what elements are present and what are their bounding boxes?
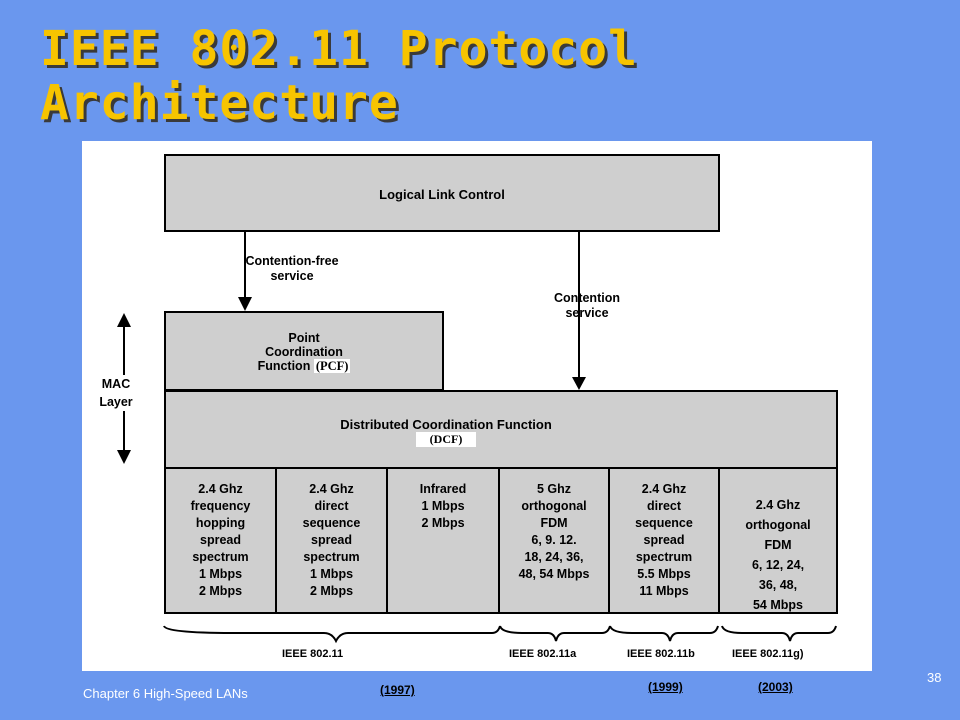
dcf-abbr: (DCF) <box>416 432 476 447</box>
phy-80211g-box: 2.4 Ghz orthogonal FDM 6, 12, 24, 36, 48… <box>718 467 838 614</box>
phy-80211a-box: 5 Ghz orthogonal FDM 6, 9. 12. 18, 24, 3… <box>498 467 610 614</box>
brace-80211g <box>721 625 837 642</box>
contention-free-label: Contention-free service <box>245 254 339 283</box>
phy-dsss-box: 2.4 Ghz direct sequence spread spectrum … <box>275 467 388 614</box>
mac-arrow-down <box>117 450 131 464</box>
page-number: 38 <box>927 670 942 685</box>
year-1999: (1999) <box>648 680 683 694</box>
phy-infrared-box: Infrared 1 Mbps 2 Mbps <box>386 467 500 614</box>
chapter-footer: Chapter 6 High-Speed LANs <box>83 686 248 701</box>
dcf-label: Distributed Coordination Function <box>340 417 552 432</box>
contention-arrowhead <box>572 377 586 390</box>
std-80211-label: IEEE 802.11 <box>282 648 344 660</box>
phy-infrared-label: Infrared 1 Mbps 2 Mbps <box>419 482 467 530</box>
phy-80211g-label: 2.4 Ghz orthogonal FDM 6, 12, 24, 36, 48… <box>745 498 811 612</box>
protocol-architecture-diagram: Logical Link Control Contention-free ser… <box>82 141 872 671</box>
llc-label: Logical Link Control <box>379 187 505 202</box>
std-80211b-label: IEEE 802.11b <box>627 648 695 660</box>
phy-80211b-label: 2.4 Ghz direct sequence spread spectrum … <box>635 482 693 598</box>
phy-80211a-label: 5 Ghz orthogonal FDM 6, 9. 12. 18, 24, 3… <box>518 482 590 581</box>
pcf-abbr: (PCF) <box>313 359 351 373</box>
phy-dsss-label: 2.4 Ghz direct sequence spread spectrum … <box>302 482 361 598</box>
phy-80211b-box: 2.4 Ghz direct sequence spread spectrum … <box>608 467 720 614</box>
title-line-1: IEEE 802.11 Protocol <box>40 21 638 77</box>
llc-box: Logical Link Control <box>164 154 720 232</box>
brace-80211 <box>163 625 501 644</box>
std-80211a-label: IEEE 802.11a <box>509 648 577 660</box>
phy-fhss-label: 2.4 Ghz frequency hopping spread spectru… <box>190 482 251 598</box>
std-80211g-label: IEEE 802.11g) <box>732 648 804 660</box>
contention-label: Contention service <box>554 291 620 320</box>
year-2003: (2003) <box>758 680 793 694</box>
mac-arrow-up <box>117 313 131 327</box>
phy-fhss-box: 2.4 Ghz frequency hopping spread spectru… <box>164 467 277 614</box>
pcf-label: Point Coordination Function (PCF) <box>257 331 351 373</box>
brace-80211a <box>499 625 611 642</box>
year-1997: (1997) <box>380 683 415 697</box>
contention-free-arrowhead <box>238 297 252 311</box>
brace-80211b <box>609 625 719 642</box>
dcf-box: Distributed Coordination Function (DCF) <box>164 390 838 469</box>
pcf-box: Point Coordination Function (PCF) <box>164 311 444 391</box>
title-line-2: Architecture <box>40 75 399 131</box>
slide-title: IEEE 802.11 Protocol Architecture <box>40 22 638 130</box>
mac-layer-label: MAC Layer <box>90 375 142 411</box>
